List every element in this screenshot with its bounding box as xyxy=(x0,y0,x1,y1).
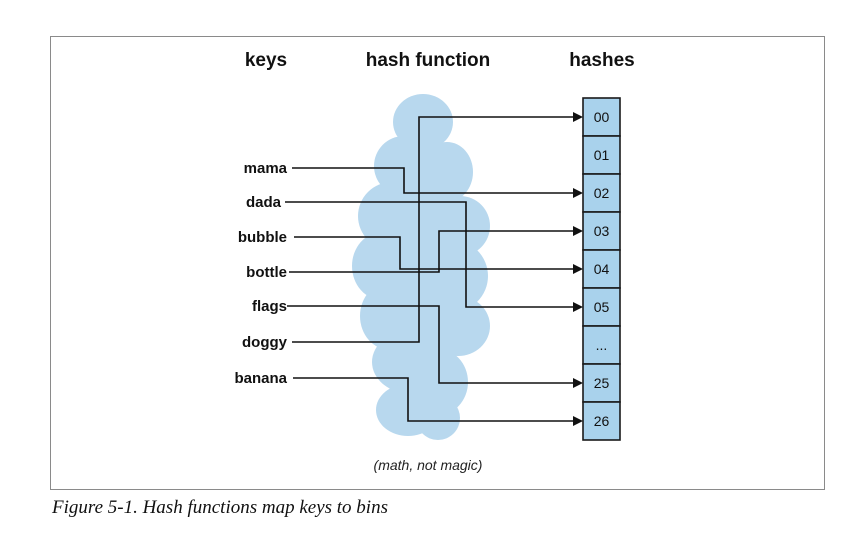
hash-bins: 00 01 02 03 04 05... 25 26 xyxy=(582,97,621,441)
bin-box-25 xyxy=(582,363,621,403)
cloud-blob xyxy=(376,130,464,390)
bin-box-05 xyxy=(582,287,621,327)
bin-label-25: 25 xyxy=(594,375,610,391)
key-label-doggy: doggy xyxy=(242,334,288,351)
bin-label-03: 03 xyxy=(594,223,610,239)
keys-header: keys xyxy=(245,50,287,71)
bin-box-02 xyxy=(582,173,621,213)
key-label-bottle: bottle xyxy=(246,264,287,281)
bin-box-26 xyxy=(582,401,621,441)
mapping-line-bubble xyxy=(294,236,583,274)
bin-box-01 xyxy=(582,135,621,175)
mapping-line-mama xyxy=(292,167,583,198)
mapping-line-flags xyxy=(287,305,583,388)
mapping-line-banana xyxy=(293,377,583,426)
bin-box-ellipsis xyxy=(582,325,621,365)
figure-caption: Figure 5-1. Hash functions map keys to b… xyxy=(52,497,388,518)
mapping-line-bottle xyxy=(289,226,583,273)
bin-label-05: 05 xyxy=(594,299,610,315)
key-label-flags: flags xyxy=(252,298,287,315)
bin-box-03 xyxy=(582,211,621,251)
bin-label-26: 26 xyxy=(594,413,610,429)
key-label-bubble: bubble xyxy=(238,229,287,246)
key-label-banana: banana xyxy=(234,370,287,387)
bin-label-04: 04 xyxy=(594,261,610,277)
cloud-blob xyxy=(416,396,460,440)
hashes-header: hashes xyxy=(569,50,634,71)
hash-function-note: (math, not magic) xyxy=(374,457,483,473)
bin-label-00: 00 xyxy=(594,109,610,125)
key-labels: mama dada bubble bottle flags doggy banana xyxy=(234,160,287,387)
bin-box-00 xyxy=(582,97,621,137)
mapping-lines xyxy=(285,112,583,426)
key-label-mama: mama xyxy=(244,160,288,177)
bin-label-01: 01 xyxy=(594,147,610,163)
bin-label-ellipsis: ... xyxy=(596,337,608,353)
mapping-line-dada xyxy=(285,201,583,312)
bin-box-04 xyxy=(582,249,621,289)
bin-label-02: 02 xyxy=(594,185,610,201)
key-label-dada: dada xyxy=(246,194,282,211)
hash-function-cloud xyxy=(352,94,490,440)
mapping-line-doggy xyxy=(292,112,583,343)
figure-frame xyxy=(50,36,825,490)
hash-function-header: hash function xyxy=(366,50,491,71)
